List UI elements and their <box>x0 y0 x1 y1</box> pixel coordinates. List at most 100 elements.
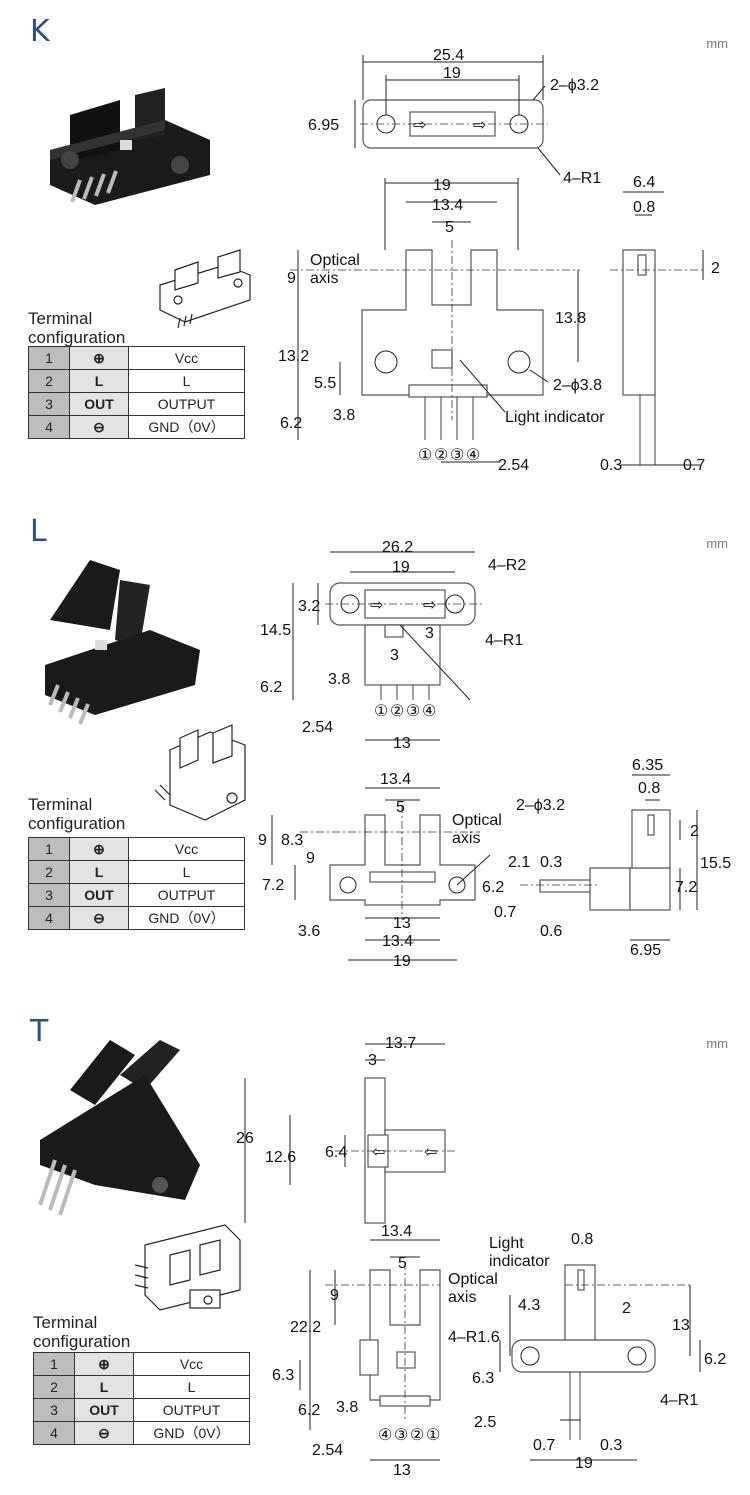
l-dim-r08: 0.8 <box>638 780 660 797</box>
k-dim-side-s: 2 <box>711 260 720 277</box>
l-dim-s06: 0.6 <box>540 923 562 940</box>
l-dim-top-3b: 3 <box>390 647 399 664</box>
t-product-photo <box>38 1040 200 1216</box>
k-drawing: ⇨⇨ 25.4 19 2–ϕ3.2 6.95 4–R1 <box>50 47 720 474</box>
table-row: 1⊕Vcc <box>28 837 245 861</box>
svg-text:⇨: ⇨ <box>473 117 486 134</box>
l-drawing: ⇨⇨ 26.2 19 4–R2 3.2 4–R1 14.5 3 3 6.2 3.… <box>45 539 731 970</box>
l-dim-pitch: 2.54 <box>302 719 333 736</box>
k-front-view <box>290 178 580 463</box>
l-isometric-sketch <box>154 724 246 821</box>
k-dim-side-p1: 0.3 <box>600 457 622 474</box>
k-dim-top-hole: 2–ϕ3.2 <box>550 77 599 94</box>
svg-text:⇦: ⇦ <box>372 1144 385 1161</box>
k-axis-label-2: axis <box>310 270 338 287</box>
l-dim-f36: 3.6 <box>298 923 320 940</box>
svg-text:⇨: ⇨ <box>423 597 436 614</box>
t-top-view: ⇦⇦ <box>244 1043 455 1224</box>
t-dim-front-gap: 5 <box>398 1255 407 1272</box>
k-side-view <box>610 191 705 466</box>
k-dim-front-hole: 2–ϕ3.8 <box>553 377 602 394</box>
t-pin-3: ③ <box>394 1427 408 1444</box>
t-dim-s-r16: 4–R1.6 <box>448 1329 500 1346</box>
t-dim-s19: 19 <box>575 1455 593 1472</box>
l-dim-front-hole: 2–ϕ3.2 <box>516 797 565 814</box>
l-side-view <box>520 774 698 941</box>
t-dim-s43: 4.3 <box>518 1297 540 1314</box>
l-dim-s62: 6.2 <box>482 879 504 896</box>
l-pin-3: ③ <box>406 703 420 720</box>
l-dim-r155: 15.5 <box>700 855 731 872</box>
section-letter: T <box>30 1014 49 1049</box>
l-axis-label-1: Optical <box>452 812 502 829</box>
k-dim-top-r: 4–R1 <box>563 170 601 187</box>
t-dim-front-slot: 13.4 <box>381 1223 412 1240</box>
t-dim-s63: 6.3 <box>472 1370 494 1387</box>
t-dim-s25: 2.5 <box>474 1414 496 1431</box>
k-dim-top-total: 25.4 <box>433 47 464 64</box>
k-pin-3: ③ <box>450 447 464 464</box>
l-dim-s21: 2.1 <box>508 854 530 871</box>
terminal-config-title: Terminal configuration <box>33 1313 131 1351</box>
l-dim-top-h: 3.2 <box>298 598 320 615</box>
t-axis-label-2: axis <box>448 1289 476 1306</box>
table-row: 4⊖GND（0V） <box>28 906 245 930</box>
section-letter: L <box>30 514 47 549</box>
l-pin-1: ① <box>374 703 388 720</box>
l-dim-f72: 7.2 <box>262 877 284 894</box>
unit-label: mm <box>706 36 728 51</box>
t-axis-label-1: Optical <box>448 1271 498 1288</box>
t-dim-top-64: 6.4 <box>325 1144 347 1161</box>
k-dim-front-b: 5.5 <box>314 375 336 392</box>
t-dim-f38: 3.8 <box>336 1399 358 1416</box>
k-dim-front-h: 13.8 <box>555 310 586 327</box>
k-product-photo <box>50 88 210 205</box>
k-dim-top-h: 6.95 <box>308 117 339 134</box>
section-t: T mm ⇦⇦ <box>0 1000 750 1495</box>
l-dim-f9: 9 <box>258 832 267 849</box>
l-dim-r635: 6.35 <box>632 757 663 774</box>
t-dim-f9: 9 <box>330 1287 339 1304</box>
t-dim-f63: 6.3 <box>272 1367 294 1384</box>
k-dim-front-axis: 9 <box>287 270 296 287</box>
t-front-view <box>299 1239 441 1461</box>
l-pin-4: ④ <box>422 703 436 720</box>
l-top-view: ⇨⇨ <box>292 551 485 741</box>
t-isometric-sketch <box>134 1224 241 1311</box>
t-pin-1: ① <box>426 1427 440 1444</box>
k-pin-2: ② <box>434 447 448 464</box>
table-row: 1⊕Vcc <box>33 1352 250 1376</box>
k-top-view: ⇨⇨ <box>354 55 561 176</box>
l-dim-top-r1: 4–R1 <box>485 632 523 649</box>
k-isometric-sketch <box>159 249 251 329</box>
l-dim-r72: 7.2 <box>675 879 697 896</box>
unit-label: mm <box>706 536 728 551</box>
t-light-indicator-1: Light <box>489 1235 524 1252</box>
k-pin-4: ④ <box>466 447 480 464</box>
t-dim-s13: 13 <box>672 1317 690 1334</box>
terminal-config-title: Terminal configuration <box>28 795 126 833</box>
t-dim-s03: 0.3 <box>600 1437 622 1454</box>
t-dim-s07: 0.7 <box>533 1437 555 1454</box>
l-dim-pin-w: 13 <box>393 735 411 752</box>
t-dim-s08: 0.8 <box>571 1231 593 1248</box>
t-dim-f62: 6.2 <box>298 1402 320 1419</box>
t-dim-s-r1: 4–R1 <box>660 1392 698 1409</box>
section-l: L mm ⇨⇨ <box>0 500 750 1000</box>
k-pin-1: ① <box>418 447 432 464</box>
t-dim-s62: 6.2 <box>704 1351 726 1368</box>
k-dim-front-pin2: 3.8 <box>333 407 355 424</box>
l-dim-f13: 13 <box>393 915 411 932</box>
k-dim-front-side: 13.2 <box>278 348 309 365</box>
t-dim-top-w: 13.7 <box>385 1035 416 1052</box>
svg-text:⇨: ⇨ <box>413 117 426 134</box>
l-dim-r2: 2 <box>690 823 699 840</box>
t-dim-top-126: 12.6 <box>265 1149 296 1166</box>
k-dim-front-w: 19 <box>433 177 451 194</box>
svg-text:⇦: ⇦ <box>424 1144 437 1161</box>
table-row: 4⊖GND（0V） <box>28 415 245 439</box>
